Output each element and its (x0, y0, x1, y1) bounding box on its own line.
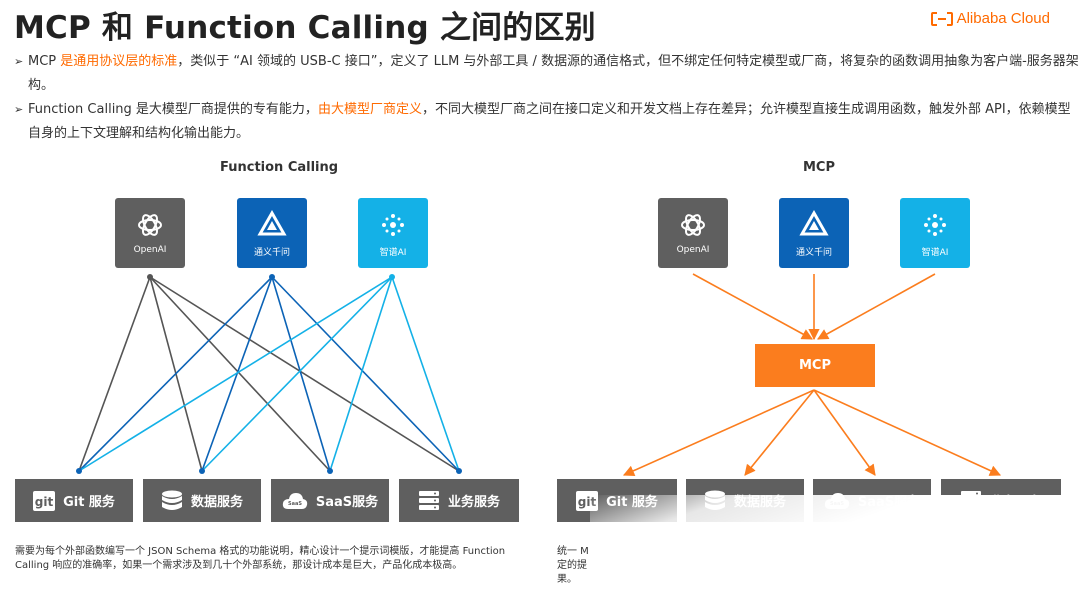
service-label: Git 服务 (63, 495, 115, 510)
brand-text: Alibaba Cloud (956, 10, 1050, 27)
bullet-highlight: 由大模型厂商定义 (317, 102, 422, 117)
openai-icon (135, 210, 165, 240)
service-label: 业务服务 (447, 495, 500, 510)
zhipu-logo-card: 智谱AI (900, 198, 970, 268)
bullet-highlight: 是通用协议层的标准 (60, 54, 178, 69)
arrow-mcp-saas (813, 389, 876, 476)
model-label: 通义千问 (253, 248, 290, 258)
openai-icon (678, 210, 708, 240)
alibaba-cloud-icon (930, 11, 953, 26)
bullet-list: ➢ MCP 是通用协议层的标准，类似于 “AI 领域的 USB-C 接口”，定义… (14, 50, 1080, 146)
tongyi-icon (257, 210, 287, 240)
bullet-function-calling: ➢ Function Calling 是大模型厂商提供的专有能力，由大模型厂商定… (14, 98, 1080, 146)
server-icon (418, 490, 440, 511)
bullet-mcp: ➢ MCP 是通用协议层的标准，类似于 “AI 领域的 USB-C 接口”，定义… (14, 50, 1080, 98)
service-saas: SaaS SaaS服务 (271, 479, 389, 522)
line-tongyi-data (201, 276, 273, 472)
model-label: OpenAI (133, 245, 167, 255)
svg-text:git: git (35, 495, 54, 509)
service-label: 数据服务 (190, 495, 243, 510)
line-tongyi-saas (271, 276, 331, 472)
zhipu-icon (920, 210, 950, 240)
arrow-mcp-git (622, 389, 815, 476)
function-calling-note: 需要为每个外部函数编写一个 JSON Schema 格式的功能说明，精心设计一个… (15, 546, 506, 571)
line-openai-biz (149, 276, 460, 472)
openai-logo-card: OpenAI (115, 198, 185, 268)
arrow-bullet-icon: ➢ (14, 55, 24, 68)
zhipu-logo-card: 智谱AI (358, 198, 428, 268)
openai-logo-card: OpenAI (658, 198, 728, 268)
mcp-hub-label: MCP (798, 358, 831, 373)
service-business: 业务服务 (399, 479, 519, 522)
service-label: SaaS服务 (315, 495, 379, 510)
mcp-note-line: 统一 M (557, 546, 589, 557)
bullet-text: Function Calling 是大模型厂商提供的专有能力， (28, 102, 318, 117)
brand-logo: Alibaba Cloud (930, 10, 1050, 27)
database-icon (161, 490, 183, 512)
arrow-mcp-biz (813, 389, 1002, 476)
fade-overlay (590, 495, 1080, 590)
model-label: OpenAI (676, 245, 710, 255)
zhipu-icon (378, 210, 408, 240)
tongyi-logo-card: 通义千问 (779, 198, 849, 268)
arrow-bullet-icon: ➢ (14, 103, 24, 116)
line-zhipu-data (201, 276, 393, 472)
bullet-text: ，类似于 “AI 领域的 USB-C 接口”，定义了 LLM 与外部工具 / 数… (28, 54, 1079, 93)
service-data: 数据服务 (143, 479, 261, 522)
arrow-zhipu-mcp (817, 273, 936, 340)
function-calling-title: Function Calling (220, 160, 339, 175)
mcp-title: MCP (803, 160, 836, 175)
page-title: MCP 和 Function Calling 之间的区别 (14, 10, 596, 46)
line-zhipu-saas (329, 276, 393, 472)
saas-cloud-icon: SaaS (282, 492, 308, 510)
svg-text:SaaS: SaaS (288, 501, 302, 507)
bullet-text: ，不同大模型厂商之间在接口定义和开发文档上存在差异；允许模型直接生成调用函数，触… (28, 102, 1071, 141)
git-icon: git (33, 490, 56, 511)
model-label: 智谱AI (379, 248, 407, 258)
tongyi-icon (799, 210, 829, 240)
line-tongyi-git (78, 276, 273, 472)
bullet-text: MCP (28, 54, 61, 69)
service-git: git Git 服务 (15, 479, 133, 522)
line-tongyi-biz (271, 276, 460, 472)
line-openai-git (78, 276, 151, 472)
line-openai-saas (149, 276, 331, 472)
line-zhipu-biz (391, 276, 460, 472)
mcp-hub-box: MCP (755, 344, 875, 387)
tongyi-logo-card: 通义千问 (237, 198, 307, 268)
model-label: 智谱AI (921, 248, 949, 258)
mcp-note-line: 定的提 (557, 560, 587, 571)
mcp-note: 统一 M 定的提 果。 (557, 545, 617, 587)
arrow-mcp-data (744, 389, 815, 476)
model-label: 通义千问 (795, 248, 832, 258)
line-zhipu-git (78, 276, 393, 472)
arrow-openai-mcp (692, 273, 813, 340)
line-openai-data (149, 276, 203, 472)
mcp-note-line: 果。 (557, 574, 577, 585)
